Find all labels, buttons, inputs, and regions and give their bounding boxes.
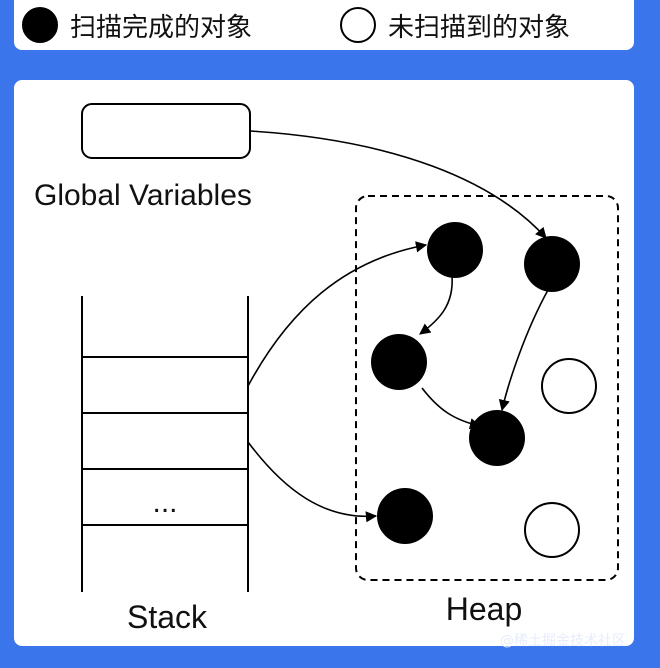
scanned-object xyxy=(469,410,525,466)
scanned-object xyxy=(524,236,580,292)
legend-item-unscanned: 未扫描到的对象 xyxy=(340,0,570,50)
reference-arrow-object-to-object-1 xyxy=(419,275,453,335)
white-circle-icon xyxy=(340,7,376,43)
stack xyxy=(81,296,249,592)
legend: 扫描完成的对象 未扫描到的对象 xyxy=(14,0,634,50)
reference-arrow-stack-to-object-bottom xyxy=(247,441,378,523)
reference-arrow-object-to-object-3 xyxy=(498,289,549,412)
heap-label: Heap xyxy=(446,591,523,627)
reference-arrow-stack-to-object-top xyxy=(247,241,428,387)
global-variables-label: Global Variables xyxy=(34,179,252,212)
heap-region xyxy=(355,195,619,581)
scanned-object xyxy=(371,334,427,390)
diagram-panel: Global Variables ... Stack Heap xyxy=(14,80,634,646)
global-variables-box xyxy=(81,103,251,159)
black-circle-icon xyxy=(22,7,58,43)
reference-arrow-object-to-object-2 xyxy=(421,387,482,430)
legend-item-scanned: 扫描完成的对象 xyxy=(22,0,252,50)
reference-arrow-global-to-object xyxy=(249,130,547,239)
watermark: @稀土掘金技术社区 xyxy=(500,633,626,649)
scanned-object xyxy=(427,222,483,278)
unscanned-object xyxy=(524,502,580,558)
gc-diagram: Global Variables ... Stack Heap xyxy=(34,103,619,635)
unscanned-object xyxy=(541,358,597,414)
scanned-object xyxy=(377,488,433,544)
stack-label: Stack xyxy=(127,599,208,635)
stack-ellipsis: ... xyxy=(152,486,177,519)
legend-label-scanned: 扫描完成的对象 xyxy=(70,12,253,43)
legend-label-unscanned: 未扫描到的对象 xyxy=(388,12,571,43)
